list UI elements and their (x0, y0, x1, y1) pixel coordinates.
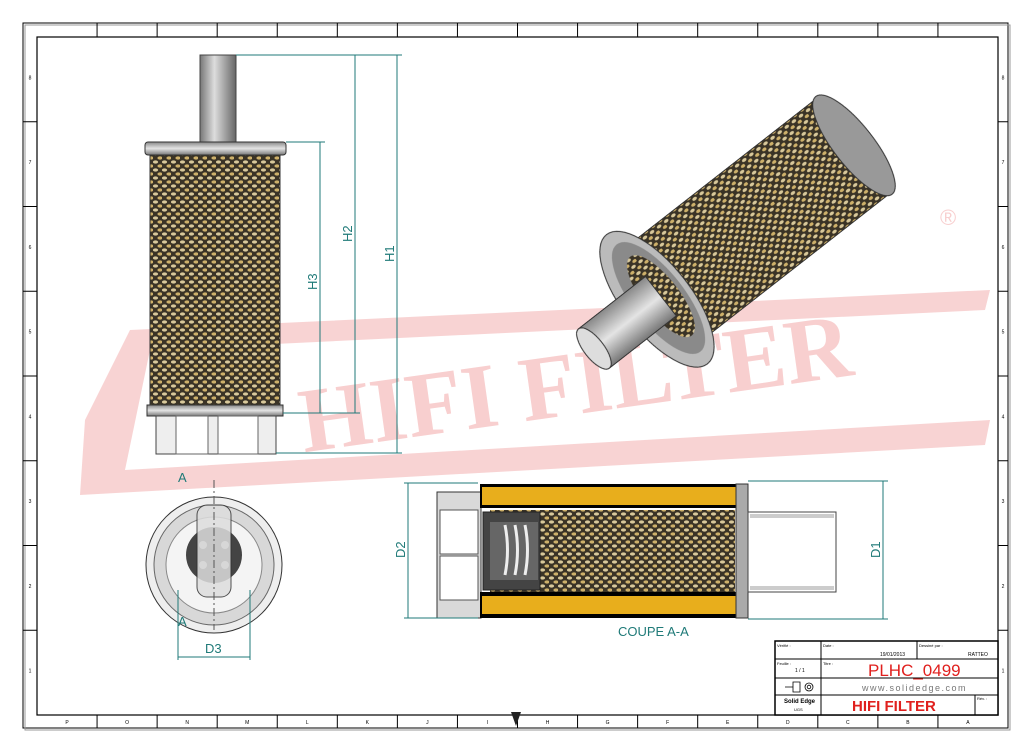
svg-text:®: ® (940, 205, 956, 230)
border-letter: H (546, 720, 550, 726)
border-letter: C (846, 720, 850, 726)
border-letter: P (65, 720, 69, 726)
border-letter: N (185, 720, 189, 726)
border-number: 1 (29, 669, 32, 675)
website: www.solidedge.com (861, 683, 967, 693)
border-number: 3 (29, 499, 32, 505)
svg-text:Feuille :: Feuille : (777, 661, 791, 666)
border-letter: G (606, 720, 610, 726)
svg-text:Titre :: Titre : (823, 661, 833, 666)
dim-h3: H3 (305, 273, 320, 290)
title-block: Vérifié : Date : 19/01/2013 Dessiné par … (774, 640, 999, 716)
section-view: D2 D1 COUPE A-A (393, 480, 888, 639)
border-side-numbers: 8 8 7 7 6 6 5 5 4 4 3 3 2 2 1 1 (29, 75, 1005, 674)
border-number: 8 (1002, 75, 1005, 81)
title-value: PLHC_0499 (868, 661, 961, 680)
section-marker-bottom: A (178, 614, 187, 629)
border-letter: K (366, 720, 370, 726)
border-letter: E (726, 720, 730, 726)
section-marker-top: A (178, 470, 187, 485)
border-number: 6 (29, 245, 32, 251)
svg-text:UGS: UGS (794, 707, 803, 712)
border-letter: I (487, 720, 488, 726)
dimension-lines-front: H1 H2 H3 (236, 54, 402, 454)
border-number: 5 (29, 330, 32, 336)
company-name: HIFI FILTER (852, 698, 936, 715)
border-number: 8 (29, 75, 32, 81)
border-number: 7 (1002, 160, 1005, 166)
border-number: 7 (29, 160, 32, 166)
border-number: 1 (1002, 669, 1005, 675)
border-letter: L (306, 720, 309, 726)
dim-d3: D3 (205, 641, 222, 656)
svg-text:Rév. :: Rév. : (977, 696, 987, 701)
border-number: 2 (1002, 584, 1005, 590)
isometric-view (576, 94, 896, 370)
software-name: Solid Edge (784, 699, 816, 705)
border-letter: F (666, 720, 669, 726)
border-number: 6 (1002, 245, 1005, 251)
border-letter: O (125, 720, 129, 726)
center-mark-icon (511, 712, 521, 726)
date-value: 19/01/2013 (880, 652, 905, 658)
section-label: COUPE A-A (618, 624, 689, 639)
border-letter: B (906, 720, 910, 726)
border-letter: M (245, 720, 249, 726)
dim-d1: D1 (868, 541, 883, 558)
dim-h2: H2 (340, 225, 355, 242)
border-ticks (23, 23, 1008, 728)
front-view (144, 54, 287, 455)
border-number: 2 (29, 584, 32, 590)
designer-value: RATTEO (968, 652, 988, 658)
sheet-value: 1 / 1 (795, 668, 805, 674)
border-number: 4 (1002, 414, 1005, 420)
svg-text:Vérifié :: Vérifié : (777, 643, 791, 648)
border-letter: A (966, 720, 970, 726)
dim-h1: H1 (382, 245, 397, 262)
border-number: 3 (1002, 499, 1005, 505)
svg-text:Date :: Date : (823, 643, 834, 648)
border-letter: J (426, 720, 429, 726)
border-letter: D (786, 720, 790, 726)
border-number: 5 (1002, 330, 1005, 336)
svg-text:Dessiné par :: Dessiné par : (919, 643, 943, 648)
dim-d2: D2 (393, 541, 408, 558)
bottom-view: A A D3 (145, 470, 283, 660)
projection-symbol-icon (785, 681, 814, 693)
border-number: 4 (29, 414, 32, 420)
